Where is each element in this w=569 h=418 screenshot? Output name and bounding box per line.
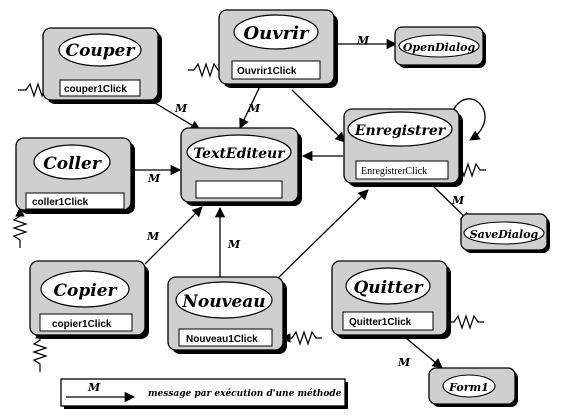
object-copier: Copier copier1Click [29, 260, 149, 339]
event-label-enregistrer: EnregistrerClick [361, 166, 427, 177]
object-ouvrir: Ouvrir Ouvrir1Click [218, 9, 338, 88]
event-label-copier: copier1Click [52, 319, 112, 330]
event-label-ouvrir: Ouvrir1Click [237, 66, 297, 77]
event-label-quitter: Quitter1Click [349, 317, 412, 328]
object-nouveau: Nouveau Nouveau1Click [167, 276, 287, 354]
m-label-ouvrir-texteditor: M [247, 102, 261, 115]
object-name-ellipse [398, 34, 480, 58]
object-name-ellipse [186, 134, 292, 170]
m-label-savedialog: M [451, 194, 465, 207]
event-label-couper: couper1Click [64, 84, 127, 95]
event-box [342, 311, 434, 331]
object-opendialog: OpenDialog [394, 26, 486, 68]
legend: M message par exécution d'une méthode [60, 378, 348, 409]
message-labels: M M M M M M M M [146, 34, 465, 369]
object-texteditor: TextEditeur [180, 127, 302, 206]
object-name-opendialog: OpenDialog [403, 41, 476, 54]
object-name-couper: Couper [66, 41, 136, 61]
event-box [355, 160, 449, 180]
legend-text: message par exécution d'une méthode [148, 388, 342, 399]
zigzag-signal-copier [32, 329, 48, 372]
object-coller: Coller coller1Click [15, 137, 135, 214]
object-name-nouveau: Nouveau [181, 292, 265, 312]
arrow-quitter-to-form [405, 337, 443, 369]
object-name-form: Form1 [448, 381, 489, 394]
event-label-coller: coller1Click [32, 197, 89, 208]
arrows [134, 38, 486, 369]
event-box [178, 328, 273, 347]
object-name-ellipse [233, 14, 319, 50]
object-name-ellipse [40, 270, 130, 308]
zigzag-signal-nouveau [281, 330, 322, 346]
text-area-box [195, 180, 283, 199]
m-label-quitter: M [397, 356, 411, 369]
object-name-enregistrer: Enregistrer [354, 123, 447, 139]
self-loop-arrow-enregistrer [451, 98, 486, 141]
m-label-ouvrir-opendialog: M [356, 34, 370, 47]
m-label-couper: M [174, 102, 188, 115]
arrow-couper-to-texteditor [149, 99, 201, 131]
object-name-savedialog: SaveDialog [470, 228, 539, 241]
object-couper: Couper couper1Click [42, 27, 162, 104]
event-box [231, 60, 321, 80]
object-name-ouvrir: Ouvrir [243, 23, 310, 44]
object-name-ellipse [345, 267, 431, 305]
object-name-ellipse [33, 144, 111, 180]
object-name-coller: Coller [43, 154, 102, 174]
object-enregistrer: Enregistrer EnregistrerClick [343, 108, 463, 187]
object-name-quitter: Quitter [353, 278, 423, 298]
zigzag-signal-quitter [439, 314, 484, 330]
m-label-nouveau: M [227, 238, 241, 251]
arrow-copier-to-texteditor [144, 206, 203, 265]
zigzag-signal-ouvrir [188, 62, 229, 78]
legend-box [60, 378, 346, 407]
object-quitter: Quitter Quitter1Click [331, 260, 451, 339]
legend-marker: M [87, 381, 101, 394]
object-name-ellipse [58, 33, 142, 67]
arrow-nouveau-to-enregistrer [277, 189, 369, 279]
object-name-ellipse [347, 111, 453, 147]
object-name-ellipse [442, 374, 496, 398]
event-label-nouveau: Nouveau1Click [186, 334, 258, 345]
event-box [25, 192, 125, 210]
object-name-ellipse [463, 221, 545, 245]
event-box [59, 79, 141, 97]
object-name-ellipse [175, 281, 273, 319]
object-name-texteditor: TextEditeur [193, 146, 286, 162]
arrow-ouvrir-to-texteditor [239, 81, 263, 129]
arrow-ouvrir-to-enregistrer [291, 89, 346, 143]
event-box [39, 313, 133, 332]
zigzag-signal-coller [12, 207, 28, 248]
object-form: Form1 [428, 367, 518, 407]
m-label-copier: M [146, 230, 160, 243]
m-label-coller: M [147, 172, 161, 185]
object-name-copier: Copier [54, 281, 118, 301]
object-savedialog: SaveDialog [460, 213, 550, 253]
